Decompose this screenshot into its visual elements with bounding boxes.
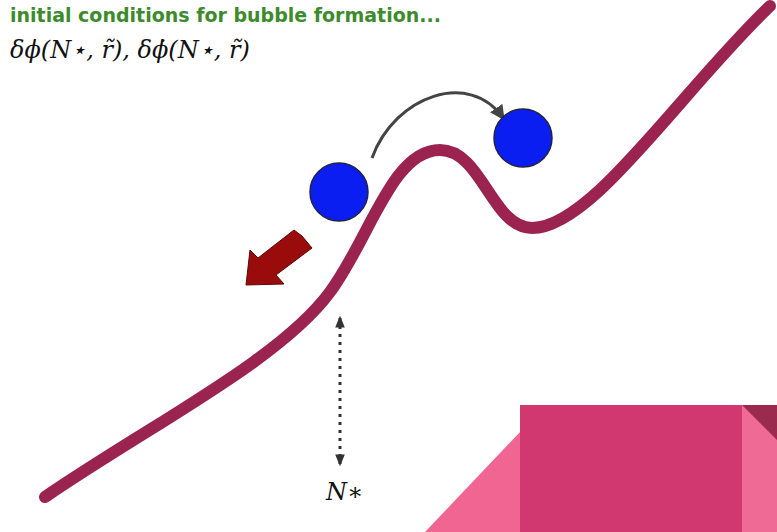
- slide-title: initial conditions for bubble formation.…: [10, 4, 441, 26]
- roll-arrow: [246, 230, 312, 285]
- tunnel-arrow: [372, 93, 503, 158]
- ribbon-band: [520, 405, 742, 532]
- ribbon-fold: [425, 432, 520, 532]
- efold-label: N∗: [326, 478, 363, 506]
- field-ball: [494, 109, 552, 167]
- potential-curve: [45, 6, 770, 497]
- initial-condition-formula: δϕ(N⋆, r̃), δϕ̇(N⋆, r̃): [10, 36, 250, 64]
- field-ball: [310, 163, 368, 221]
- time-marker: [339, 318, 342, 464]
- ribbon-end: [742, 405, 777, 532]
- ribbon-corner: [742, 405, 777, 440]
